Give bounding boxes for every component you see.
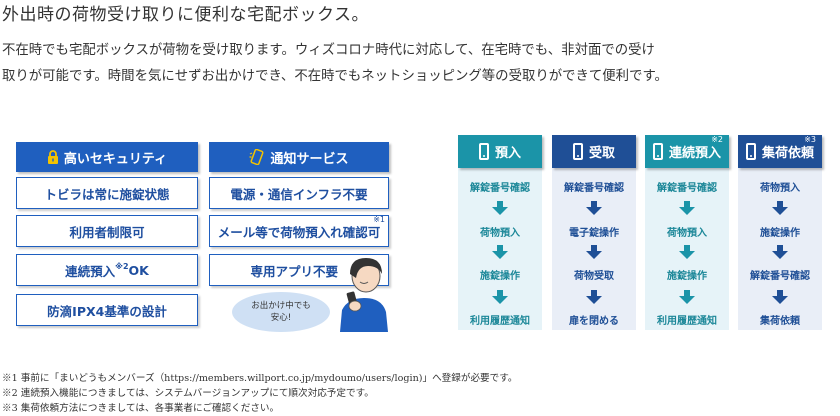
- arrow-down-icon: [772, 290, 788, 304]
- footnote: ※2 連続預入機能につきましては、システムバージョンアップにて順次対応予定です。: [2, 388, 374, 399]
- flow-step: 扉を閉める: [569, 316, 619, 327]
- description-line: 不在時でも宅配ボックスが荷物を受け取ります。ウィズコロナ時代に対応して、在宅時で…: [2, 43, 655, 58]
- speech-bubble: お出かけ中でも 安心!: [232, 292, 330, 332]
- flow-step: 利用履歴通知: [657, 316, 717, 327]
- flow-step: 解錠番号確認: [657, 183, 717, 194]
- flow-column-continuous-deposit: 連続預入 ※2 解錠番号確認 荷物預入 施錠操作 利用履歴通知: [645, 135, 729, 330]
- security-item: 利用者制限可: [16, 215, 198, 247]
- flow-header: 預入: [458, 135, 542, 168]
- arrow-down-icon: [679, 201, 695, 215]
- flow-header: 受取: [552, 135, 636, 168]
- notification-item: 電源・通信インフラ不要: [209, 177, 389, 209]
- flow-step: 解錠番号確認: [564, 183, 624, 194]
- smartphone-icon: [249, 149, 264, 165]
- description: 不在時でも宅配ボックスが荷物を受け取ります。ウィズコロナ時代に対応して、在宅時で…: [2, 38, 802, 90]
- flow-column-receive: 受取 解錠番号確認 電子錠操作 荷物受取 扉を閉める: [552, 135, 636, 330]
- flow-column-deposit: 預入 解錠番号確認 荷物預入 施錠操作 利用履歴通知: [458, 135, 542, 330]
- phone-icon: [652, 143, 663, 160]
- flow-column-pickup-request: 集荷依頼 ※3 荷物預入 施錠操作 解錠番号確認 集荷依頼: [738, 135, 822, 330]
- arrow-down-icon: [586, 290, 602, 304]
- notification-header: 通知サービス: [209, 142, 389, 172]
- arrow-down-icon: [679, 245, 695, 259]
- flow-header: 集荷依頼 ※3: [738, 135, 822, 168]
- person-illustration: [340, 258, 388, 332]
- flow-step: 集荷依頼: [760, 316, 800, 327]
- notification-title: 通知サービス: [270, 151, 349, 167]
- page-heading: 外出時の荷物受け取りに便利な宅配ボックス。: [2, 5, 369, 25]
- flow-step: 解錠番号確認: [750, 271, 810, 282]
- arrow-down-icon: [492, 290, 508, 304]
- lock-icon: [47, 150, 58, 164]
- description-line: 取りが可能です。時間を気にせずお出かけでき、不在時でもネットショッピング等の受取…: [2, 69, 668, 84]
- flow-header: 連続預入 ※2: [645, 135, 729, 168]
- security-header: 高いセキュリティ: [16, 142, 198, 172]
- phone-icon: [745, 143, 756, 160]
- arrow-down-icon: [492, 245, 508, 259]
- security-item: トビラは常に施錠状態: [16, 177, 198, 209]
- flow-step: 施錠操作: [480, 271, 520, 282]
- footnotes: ※1 事前に「まいどうもメンバーズ（https://members.willpo…: [2, 371, 517, 416]
- footnote: ※3 集荷依頼方法につきましては、各事業者にご確認ください。: [2, 403, 280, 414]
- phone-icon: [572, 143, 583, 160]
- arrow-down-icon: [492, 201, 508, 215]
- flow-step: 荷物預入: [667, 228, 707, 239]
- flow-step: 利用履歴通知: [470, 316, 530, 327]
- flow-step: 荷物預入: [480, 228, 520, 239]
- flow-step: 荷物受取: [574, 271, 614, 282]
- arrow-down-icon: [679, 290, 695, 304]
- flow-step: 施錠操作: [760, 228, 800, 239]
- arrow-down-icon: [772, 245, 788, 259]
- arrow-down-icon: [772, 201, 788, 215]
- flow-step: 荷物預入: [760, 183, 800, 194]
- arrow-down-icon: [586, 201, 602, 215]
- arrow-down-icon: [586, 245, 602, 259]
- security-title: 高いセキュリティ: [63, 151, 168, 167]
- security-item: 防滴IPX4基準の設計: [16, 294, 198, 326]
- notification-item: メール等で荷物預入れ確認可 ※1: [209, 215, 389, 247]
- footnote: ※1 事前に「まいどうもメンバーズ（https://members.willpo…: [2, 373, 518, 384]
- flow-step: 電子錠操作: [569, 228, 619, 239]
- flow-step: 解錠番号確認: [470, 183, 530, 194]
- phone-icon: [478, 143, 489, 160]
- flow-step: 施錠操作: [667, 271, 707, 282]
